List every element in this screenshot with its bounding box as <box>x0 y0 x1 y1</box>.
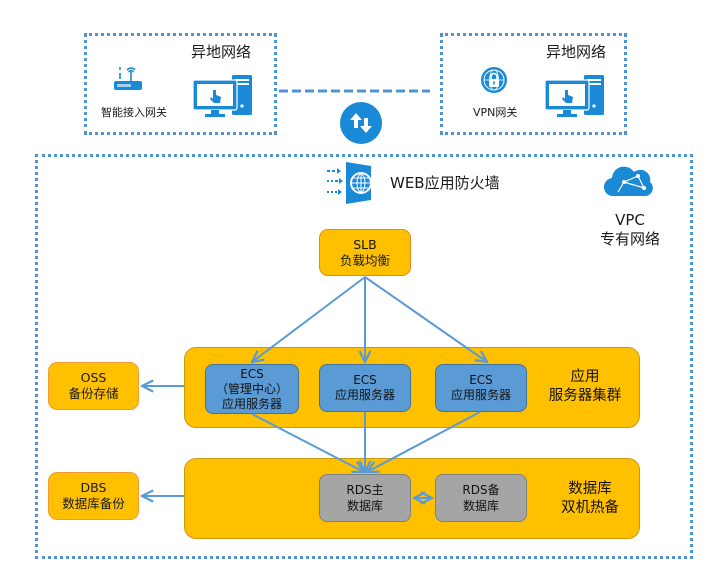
ecs-line2: （管理中心） <box>215 381 288 396</box>
remote-network-left <box>84 33 277 135</box>
ecs-app-server: ECS 应用服务器 <box>319 364 411 412</box>
slb-line2: 负载均衡 <box>339 252 390 268</box>
vpn-gateway-label: VPN网关 <box>473 106 518 119</box>
rds-standby-line2: 数据库 <box>462 499 499 513</box>
vpc-title: VPC 专有网络 <box>590 211 670 249</box>
remote-network-right <box>440 33 627 135</box>
ecs-line1: ECS <box>240 366 264 381</box>
app-cluster-title-line1: 应用 <box>570 369 600 385</box>
slb-line1: SLB <box>353 236 377 252</box>
dbs-line1: DBS <box>80 480 107 495</box>
vpc-title-line2: 专有网络 <box>599 230 660 248</box>
rds-primary-db: RDS主 数据库 <box>319 474 411 522</box>
ecs-line1: ECS <box>469 373 493 387</box>
firewall-globe-icon <box>325 160 381 206</box>
dbs-line2: 数据库备份 <box>62 496 125 511</box>
smart-access-gateway-label: 智能接入网关 <box>101 106 167 119</box>
ecs-line1: ECS <box>353 373 377 387</box>
vpc-title-line1: VPC <box>615 211 645 229</box>
dbs-database-backup: DBS 数据库备份 <box>48 472 139 520</box>
oss-line2: 备份存储 <box>68 386 119 401</box>
rds-standby-db: RDS备 数据库 <box>435 474 527 522</box>
desktop-computer-icon <box>544 72 606 118</box>
waf-label: WEB应用防火墙 <box>390 174 500 192</box>
bidirectional-arrows-icon <box>339 101 383 145</box>
app-cluster-title: 应用 服务器集群 <box>540 368 630 406</box>
router-icon <box>112 64 144 94</box>
db-cluster-title: 数据库 双机热备 <box>550 480 630 518</box>
vpn-lock-globe-icon <box>479 65 509 95</box>
db-cluster-title-line2: 双机热备 <box>561 500 619 516</box>
ecs-line2: 应用服务器 <box>334 388 395 402</box>
ecs-app-server: ECS 应用服务器 <box>435 364 527 412</box>
remote-network-left-title: 异地网络 <box>191 43 252 61</box>
remote-network-right-title: 异地网络 <box>546 43 607 61</box>
ecs-management-server: ECS （管理中心） 应用服务器 <box>205 364 299 414</box>
oss-backup-storage: OSS 备份存储 <box>48 362 139 410</box>
rds-primary-line2: 数据库 <box>346 499 383 513</box>
desktop-computer-icon <box>192 72 254 118</box>
oss-line1: OSS <box>80 370 107 385</box>
slb-node: SLB 负载均衡 <box>319 229 411 276</box>
cloud-network-icon <box>603 164 654 198</box>
db-cluster-title-line1: 数据库 <box>568 481 612 497</box>
rds-standby-line1: RDS备 <box>462 483 500 497</box>
ecs-line2: 应用服务器 <box>450 388 511 402</box>
app-cluster-title-line2: 服务器集群 <box>548 388 622 404</box>
ecs-line3: 应用服务器 <box>221 396 282 411</box>
rds-primary-line1: RDS主 <box>346 483 384 497</box>
vpc-boundary <box>35 154 693 559</box>
